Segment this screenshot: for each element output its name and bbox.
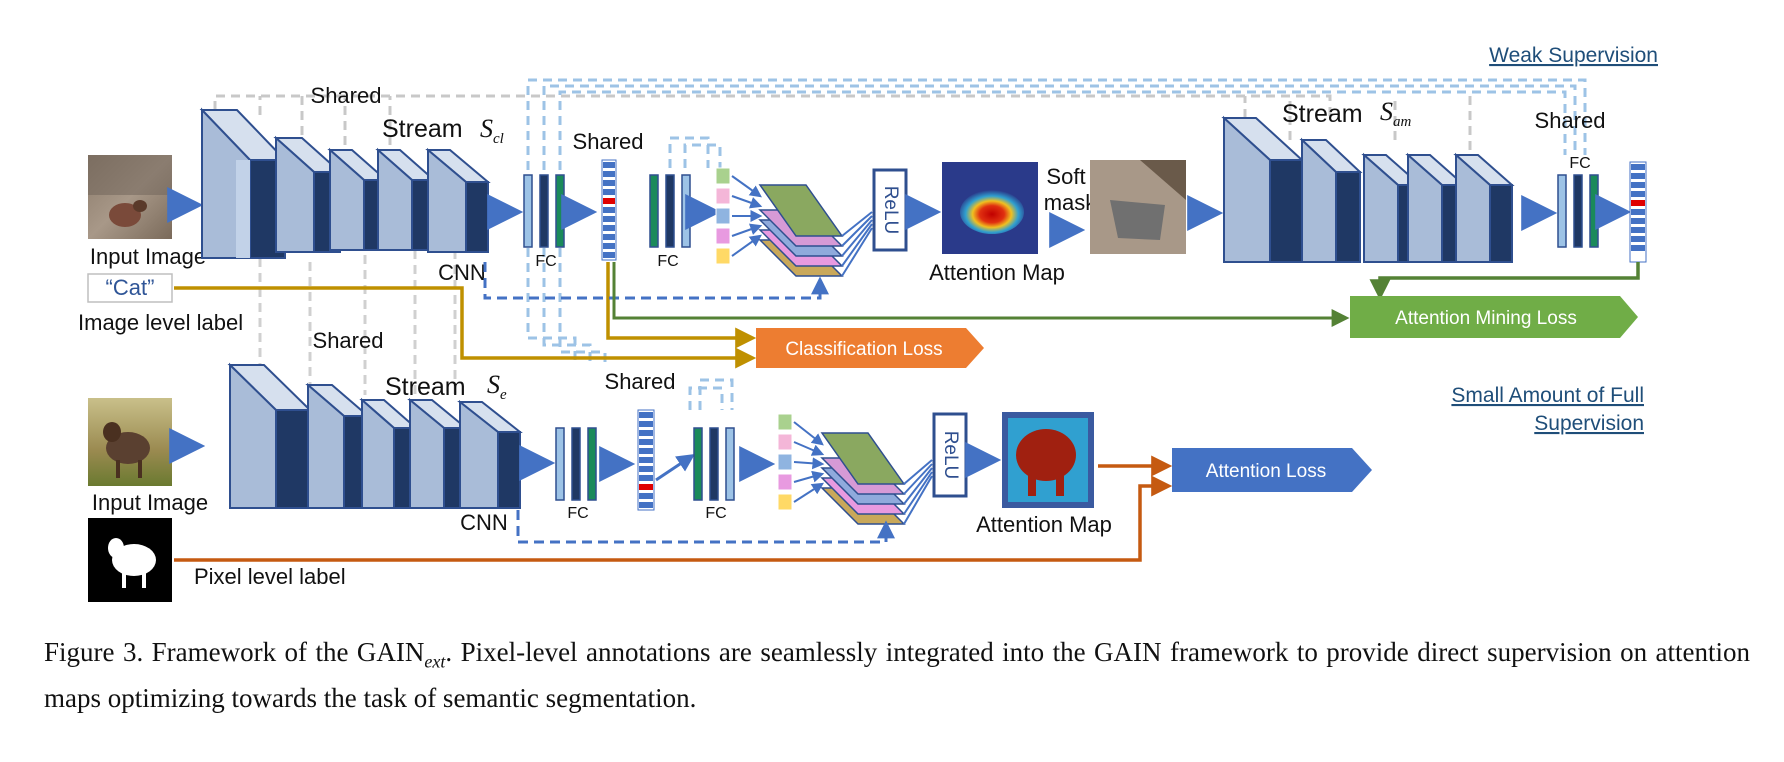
small-amount-supervision-line1[interactable]: Small Amount of Full <box>1451 384 1644 407</box>
conv-layer-e-3 <box>359 397 419 509</box>
input-image-2 <box>88 398 172 486</box>
cnn-label-2: CNN <box>460 510 508 535</box>
caption-prefix: Figure 3. Framework of the GAIN <box>44 637 425 667</box>
cnn-block-scl <box>199 107 491 259</box>
grad-arrows-2 <box>793 421 825 503</box>
relu-label-1: ReLU <box>880 186 901 235</box>
pixel-level-label: Pixel level label <box>194 564 346 589</box>
conv-layer-4 <box>375 147 437 251</box>
stream-scl: Input Image Shared Stream Scl CNN FC <box>88 44 1658 410</box>
pixel-level-label-image <box>88 518 172 602</box>
shared-label-am: Shared <box>1535 108 1606 133</box>
stream-se: Input Image Shared Stream Se CNN FC Shar… <box>88 328 1644 602</box>
stream-se-title: Stream <box>385 373 466 401</box>
stream-sam-symbol: Sam <box>1380 97 1412 130</box>
fc-label-1: FC <box>535 253 556 270</box>
relu-box-1 <box>872 168 908 252</box>
map-to-relu-arrows-2 <box>903 459 933 525</box>
feature-maps-1 <box>758 184 844 277</box>
shared-label-1: Shared <box>311 83 382 108</box>
shared-connectors-vertical <box>258 250 457 400</box>
weak-supervision-label[interactable]: Weak Supervision <box>1489 44 1658 67</box>
soft-label: Soft <box>1046 164 1085 189</box>
shared-connectors-fc <box>526 78 1587 410</box>
cnn-label-1: CNN <box>438 260 486 285</box>
input-image-label-2: Input Image <box>92 490 208 515</box>
fc-label-am: FC <box>1569 155 1590 172</box>
gradient-weights-2 <box>777 413 793 511</box>
conv-layer-1 <box>199 107 288 259</box>
shared-label-2: Shared <box>573 129 644 154</box>
conv-layer-am-2 <box>1299 137 1363 263</box>
masked-image <box>1090 160 1186 254</box>
cat-label-box <box>87 273 173 303</box>
fc-layers-am <box>1557 174 1599 248</box>
grad-arrows-1 <box>731 175 763 257</box>
cnn-block-sam <box>1221 115 1515 263</box>
score-to-mining-line <box>612 262 1350 327</box>
conv-layer-5 <box>425 147 491 253</box>
attention-map-label-1: Attention Map <box>929 260 1065 285</box>
attention-loss-box: Attention Loss <box>1172 448 1372 492</box>
shared-connectors-top <box>213 94 1472 150</box>
classification-loss-label: Classification Loss <box>785 339 942 360</box>
stream-scl-symbol: Scl <box>480 114 504 147</box>
cnn-block-se <box>227 362 523 509</box>
attention-loss-label: Attention Loss <box>1206 461 1326 482</box>
cat-label-text: “Cat” <box>106 275 155 300</box>
attention-map-image-2 <box>1002 412 1094 508</box>
classification-loss-box: Classification Loss <box>756 328 984 368</box>
conv-layer-e-1 <box>227 362 313 509</box>
mining-vector-line <box>1369 262 1640 301</box>
small-amount-supervision-line2[interactable]: Supervision <box>1534 412 1644 435</box>
stream-se-symbol: Se <box>487 370 507 403</box>
score-to-classification-line <box>606 262 757 349</box>
cnn-to-map-dashed-1 <box>483 262 829 300</box>
pixel-label-to-attention-loss-line <box>174 475 1173 562</box>
attention-mining-loss-box: Attention Mining Loss <box>1350 296 1638 338</box>
stream-scl-title: Stream <box>382 115 463 143</box>
conv-layer-am-5 <box>1453 152 1515 263</box>
attention-map-label-2: Attention Map <box>976 512 1112 537</box>
shared-label-3: Shared <box>313 328 384 353</box>
caption-subscript: ext <box>424 651 446 672</box>
relu-label-2: ReLU <box>940 431 961 480</box>
fc-label-2: FC <box>657 253 678 270</box>
caption-rest: . Pixel-level annotations are seamlessly… <box>44 637 1750 714</box>
fc-layers-1 <box>523 174 565 248</box>
attention-mining-loss-label: Attention Mining Loss <box>1395 308 1577 329</box>
fc-layers-2 <box>555 427 597 501</box>
score-vector-am <box>1629 161 1647 263</box>
input-image-1 <box>88 155 172 239</box>
stream-sam-title: Stream <box>1282 100 1363 128</box>
cnn-to-map-dashed-2 <box>516 510 895 544</box>
fc-label-4: FC <box>705 505 726 522</box>
feature-maps-2 <box>820 432 906 525</box>
gradient-weights-1 <box>715 167 731 265</box>
label-to-classification-line <box>174 286 757 369</box>
figure-caption: Figure 3. Framework of the GAINext. Pixe… <box>44 634 1750 717</box>
attention-map-image-1 <box>942 162 1038 254</box>
fc-backprop-2 <box>693 427 735 501</box>
fc-backprop-1 <box>649 174 691 248</box>
mask-label: mask <box>1044 190 1098 215</box>
input-image-label-1: Input Image <box>90 244 206 269</box>
conv-layer-e-5 <box>457 399 523 509</box>
fc-label-3: FC <box>567 505 588 522</box>
conv-layer-e-4 <box>407 397 469 509</box>
shared-label-4: Shared <box>605 369 676 394</box>
image-level-label: Image level label <box>78 310 243 335</box>
score-vector-2 <box>637 409 655 511</box>
map-to-relu-arrows-1 <box>841 211 873 277</box>
relu-box-2 <box>932 412 968 498</box>
arrow-vector-to-fc-2 <box>655 454 695 482</box>
conv-layer-e-2 <box>305 382 371 509</box>
score-vector-1 <box>601 159 617 261</box>
